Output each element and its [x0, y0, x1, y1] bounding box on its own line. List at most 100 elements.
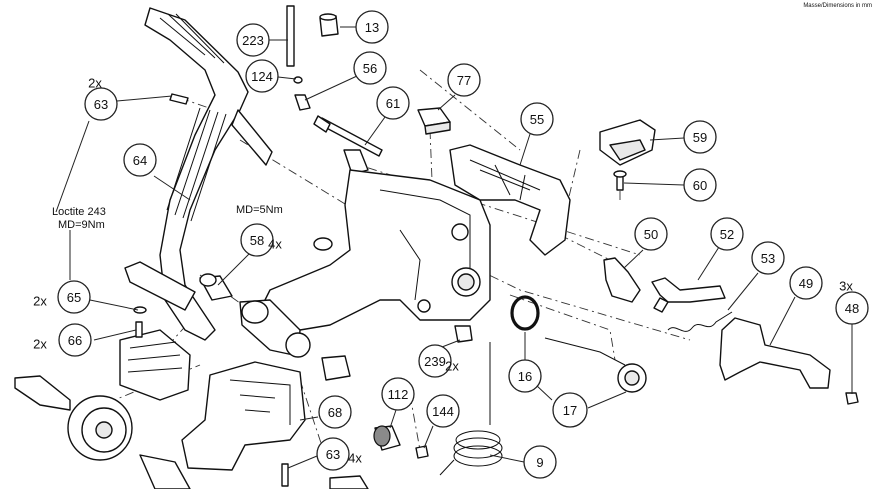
callout-circle [240, 223, 274, 257]
callout-label: 53 [761, 251, 775, 266]
callout-multiplier: 2x [445, 359, 459, 374]
callout-c55: 55 [520, 102, 554, 136]
callout-label: 60 [693, 178, 707, 193]
callout-label: 63 [94, 97, 108, 112]
callout-circle [523, 445, 557, 479]
callout-label: 59 [693, 130, 707, 145]
callout-label: 64 [133, 153, 147, 168]
callout-label: 50 [644, 227, 658, 242]
callout-circle [508, 359, 542, 393]
nipple-part-124 [293, 76, 303, 84]
screw-part-48 [845, 392, 859, 405]
screw-part-66 [135, 321, 143, 338]
callout-circle [57, 280, 91, 314]
callout-multiplier: 2x [33, 294, 47, 309]
clip-part-77 [417, 107, 451, 135]
bushing-part-58-b [199, 273, 233, 301]
washer-part-65 [133, 306, 147, 314]
main-frame-housing [239, 169, 491, 358]
lever-part-50 [603, 257, 641, 303]
leader-lines [55, 26, 853, 469]
callout-circle [376, 86, 410, 120]
handle-part-64 [144, 7, 273, 341]
cover-part-49 [719, 317, 831, 389]
callout-c52: 52 [710, 217, 744, 251]
bushing-part-239 [321, 325, 473, 381]
callout-c77: 77 [447, 63, 481, 97]
callout-c59: 59 [683, 120, 717, 154]
bushing-part-13 [319, 13, 339, 37]
callout-label: 17 [563, 403, 577, 418]
callout-circle [552, 392, 588, 428]
bracket-part-68 [181, 361, 306, 471]
bolt-part-63-upper [169, 93, 189, 105]
bushing-part-112 [373, 425, 401, 451]
callout-circle [418, 344, 452, 378]
callout-c64: 64 [123, 143, 157, 177]
callout-label: 77 [457, 73, 471, 88]
callout-circle [835, 291, 869, 325]
oring-part-16 [510, 295, 540, 331]
callout-multiplier: 4x [348, 451, 362, 466]
callout-c17: 17 [552, 392, 588, 428]
callout-circle [355, 10, 389, 44]
callout-circle [123, 143, 157, 177]
callout-label: 52 [720, 227, 734, 242]
callout-label: 124 [251, 69, 273, 84]
bolt-part-63-lower [281, 463, 289, 487]
callout-label: 144 [432, 404, 454, 419]
callout-c65: 65 2x [33, 280, 91, 314]
screw-part-60 [613, 170, 627, 191]
callout-circle [318, 395, 352, 429]
callout-label: 223 [242, 33, 264, 48]
callout-c9: 9 [523, 445, 557, 479]
callout-circle [634, 217, 668, 251]
nut-part-144 [415, 445, 429, 459]
tube-part-bottom [139, 454, 369, 489]
units-note: Masse/Dimensions in mm [803, 3, 872, 9]
callout-circle [683, 168, 717, 202]
callout-circle [751, 241, 785, 275]
callout-label: 48 [845, 301, 859, 316]
callout-c124: 124 [245, 59, 279, 93]
callout-circle [426, 394, 460, 428]
callout-label: 9 [536, 455, 543, 470]
callout-label: 65 [67, 290, 81, 305]
callout-c49: 49 [789, 266, 823, 300]
latch-part-59 [599, 119, 656, 166]
callout-circle [84, 87, 118, 121]
callout-label: 16 [518, 369, 532, 384]
callout-multiplier: 3x [839, 279, 853, 294]
callout-circle [245, 59, 279, 93]
wheel-assembly [14, 329, 191, 461]
shaft-part-61 [313, 115, 383, 157]
callout-label: 49 [799, 276, 813, 291]
callout-circle [710, 217, 744, 251]
callout-label: 63 [326, 447, 340, 462]
callout-label: 112 [388, 387, 409, 402]
cable-part-17 [544, 337, 647, 393]
torque-note-58: MD=5Nm [236, 204, 283, 216]
callout-label: 239 [424, 354, 446, 369]
callout-c16: 16 [508, 359, 542, 393]
callout-circle [58, 323, 92, 357]
callout-label: 13 [365, 20, 379, 35]
callout-label: 66 [68, 333, 82, 348]
callout-c13: 13 [355, 10, 389, 44]
callout-circle [447, 63, 481, 97]
callout-c56: 56 [353, 51, 387, 85]
callout-c68: 68 [318, 395, 352, 429]
callout-c112: 112 [381, 377, 415, 411]
loctite-note-line1: Loctite 243 [52, 206, 106, 218]
callout-circle [520, 102, 554, 136]
callout-circle [683, 120, 717, 154]
callout-c61: 61 [376, 86, 410, 120]
